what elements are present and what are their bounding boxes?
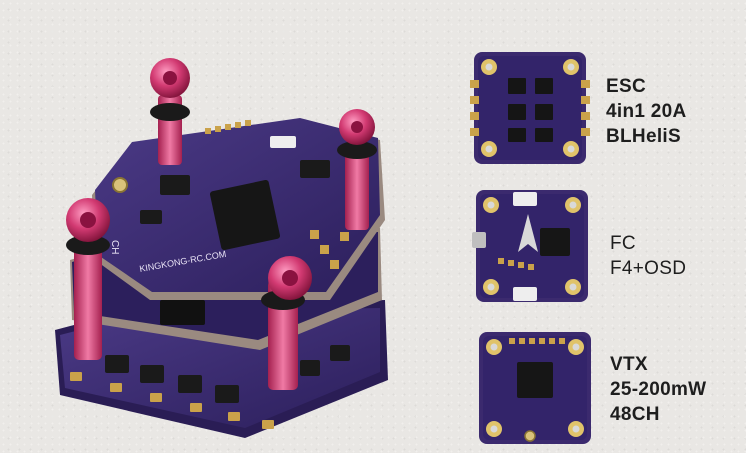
vtx-module-photo xyxy=(479,332,591,444)
vtx-label-line-3: 48CH xyxy=(610,404,660,425)
vtx-label-line-2: 25-200mW xyxy=(610,379,707,400)
esc-label-line-1: ESC xyxy=(606,76,646,97)
esc-label: ESC 4in1 20A BLHeliS xyxy=(606,74,687,149)
flight-stack: KINGKONG-RC.COM CH A1 xyxy=(55,58,388,438)
vtx-label: VTX 25-200mW 48CH xyxy=(610,352,706,427)
esc-label-line-3: BLHeliS xyxy=(606,126,681,147)
esc-module-photo xyxy=(470,52,590,164)
standoff-nuts xyxy=(66,58,375,300)
fc-label: FC F4+OSD xyxy=(610,231,686,281)
fc-module-photo xyxy=(472,190,588,302)
vtx-label-line-1: VTX xyxy=(610,354,648,375)
fc-label-line-1: FC xyxy=(610,233,636,254)
stack-esc-board xyxy=(55,300,388,438)
esc-label-line-2: 4in1 20A xyxy=(606,101,687,122)
stack-pad-label-ch: CH xyxy=(109,240,120,254)
fc-label-line-2: F4+OSD xyxy=(610,258,687,279)
